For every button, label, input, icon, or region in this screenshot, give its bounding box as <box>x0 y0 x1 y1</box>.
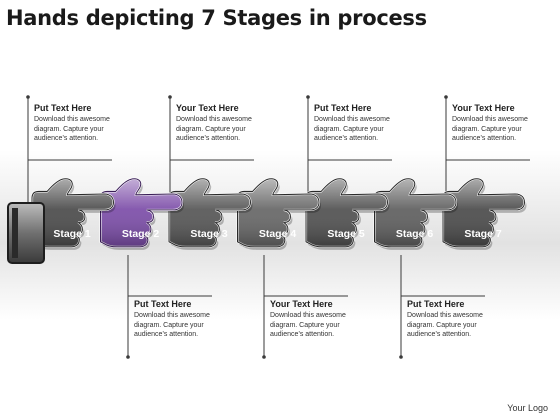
cuff <box>7 202 45 264</box>
stage-label-7: Stage 7 <box>464 228 502 240</box>
note-heading: Your Text Here <box>176 103 239 113</box>
leader-dot <box>26 95 30 99</box>
leader-lines <box>26 95 530 359</box>
leader-dot <box>262 355 266 359</box>
note-heading: Put Text Here <box>407 299 465 309</box>
note-body: Download this awesome diagram. Capture y… <box>176 116 252 142</box>
note-heading: Put Text Here <box>314 103 372 113</box>
stage-label-5: Stage 5 <box>327 228 365 240</box>
note-body: Download this awesome diagram. Capture y… <box>452 116 528 142</box>
leader-dot <box>168 95 172 99</box>
stage-label-1: Stage 1 <box>53 228 91 240</box>
note-body: Download this awesome diagram. Capture y… <box>407 312 483 338</box>
leader-dot <box>399 355 403 359</box>
stage-label-6: Stage 6 <box>396 228 434 240</box>
note-body: Download this awesome diagram. Capture y… <box>270 312 346 338</box>
note-body: Download this awesome diagram. Capture y… <box>134 312 210 338</box>
stage-label-3: Stage 3 <box>190 228 228 240</box>
leader-dot <box>126 355 130 359</box>
stage-labels: Stage 1 Stage 2 Stage 3 Stage 4 Stage 5 Stage… <box>53 228 502 240</box>
stage-label-2: Stage 2 <box>122 228 160 240</box>
note-heading: Your Text Here <box>270 299 333 309</box>
note-heading: Your Text Here <box>452 103 515 113</box>
note-body: Download this awesome diagram. Capture y… <box>34 116 110 142</box>
stage-label-4: Stage 4 <box>259 228 297 240</box>
logo-text: Your Logo <box>507 403 548 413</box>
note-body: Download this awesome diagram. Capture y… <box>314 116 390 142</box>
leader-dot <box>444 95 448 99</box>
note-heading: Put Text Here <box>134 299 192 309</box>
note-heading: Put Text Here <box>34 103 92 113</box>
page-title: Hands depicting 7 Stages in process <box>6 6 427 30</box>
leader-dot <box>306 95 310 99</box>
